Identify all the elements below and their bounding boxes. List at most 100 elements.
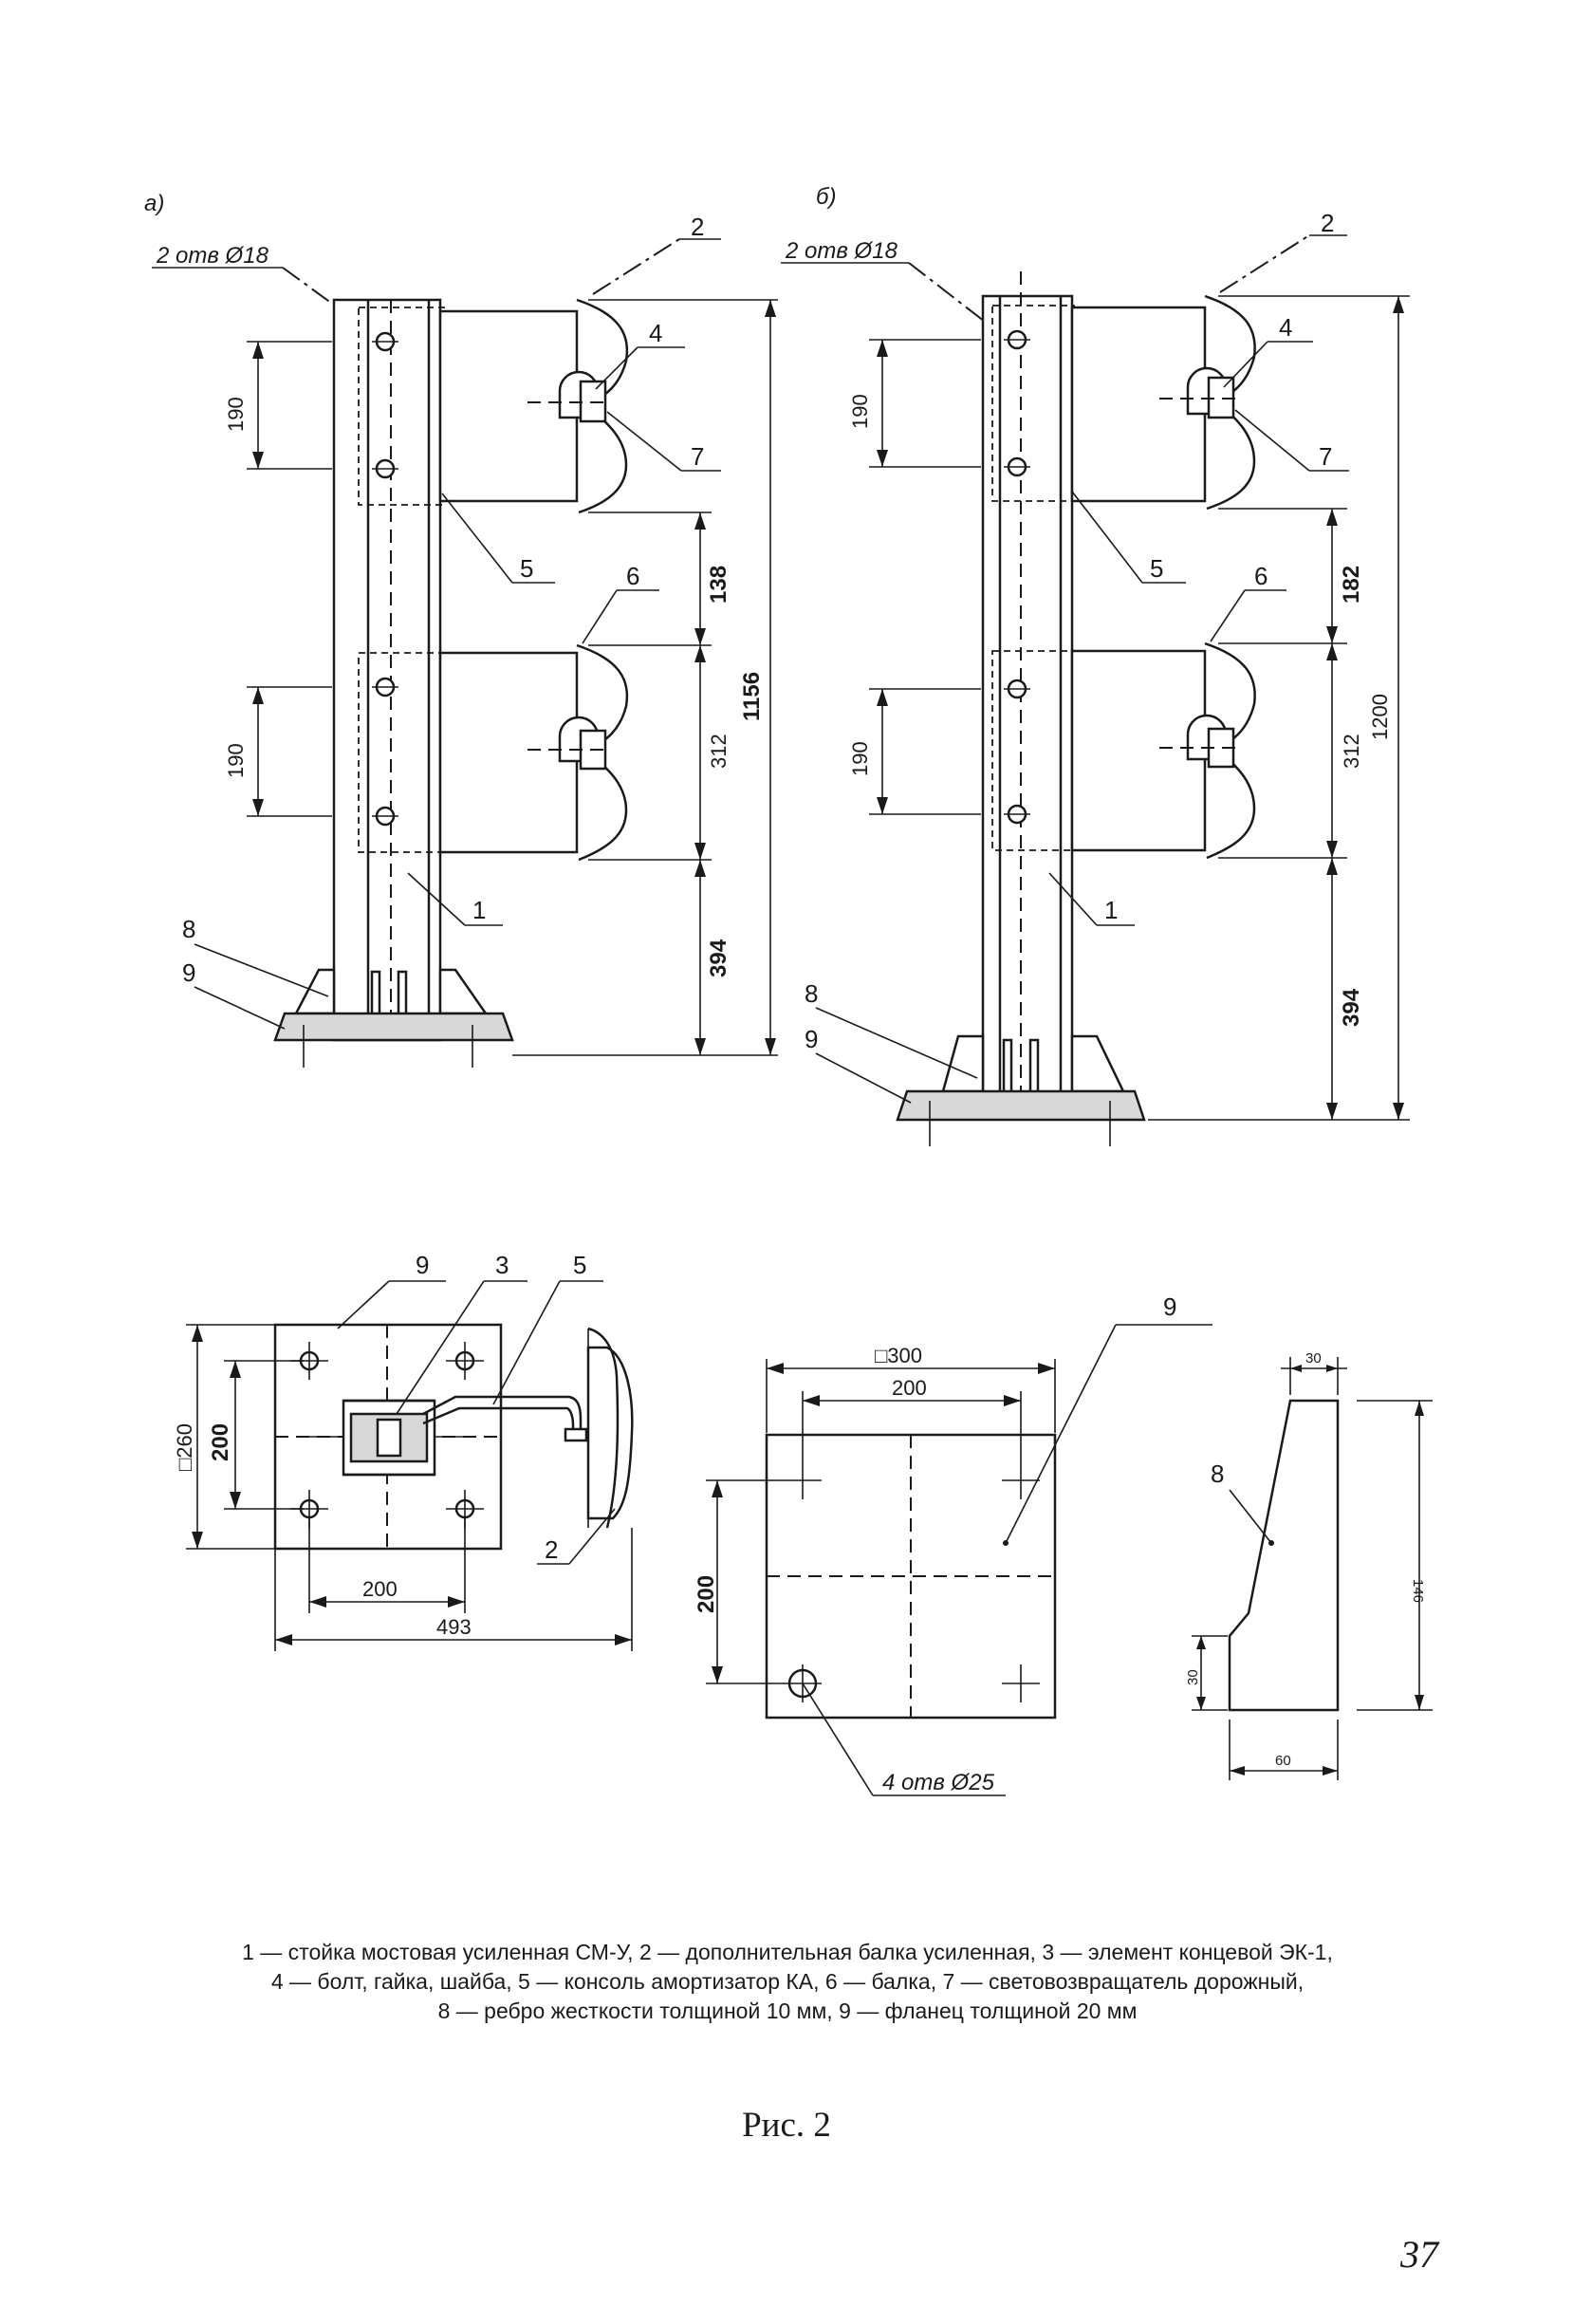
rib-dim-base-text: 60	[1275, 1753, 1291, 1769]
callout-b-1: 1	[1104, 896, 1118, 924]
view-a-hole-note: 2 отв Ø18	[156, 243, 269, 269]
callout-b-6: 6	[1254, 562, 1268, 590]
plan-dim-260-text: □260	[173, 1423, 196, 1471]
rib-dim-step	[1192, 1635, 1228, 1711]
rib-dim-top	[1281, 1357, 1347, 1395]
caption-line-3: 8 — ребро жесткости толщиной 10 мм, 9 — …	[437, 1999, 1138, 2023]
dim-a-beam-text: 312	[707, 734, 731, 769]
dim-b-190-lower-text: 190	[848, 741, 872, 776]
dim-b-gap-text: 182	[1339, 566, 1364, 604]
plan-callout-5: 5	[573, 1251, 586, 1279]
callout-b-2: 2	[1321, 209, 1334, 237]
base-plate-b	[896, 1089, 1146, 1122]
callout-a-7: 7	[691, 442, 704, 471]
dim-b-right-chain	[1148, 295, 1410, 1121]
console-b-upper	[991, 305, 1075, 502]
callout-b-5: 5	[1150, 554, 1163, 583]
dim-a-190-upper-text: 190	[224, 397, 248, 432]
callout-a-1: 1	[472, 896, 486, 924]
callout-a-6: 6	[626, 562, 639, 590]
plan-callout-9: 9	[416, 1251, 429, 1279]
dim-a-190-upper	[247, 341, 332, 470]
rib-a-right	[438, 968, 489, 1015]
callout-a-4: 4	[649, 319, 662, 347]
plan-callout-2: 2	[545, 1535, 558, 1564]
bolt-a-upper	[527, 370, 607, 423]
dim-b-bottom-text: 394	[1339, 988, 1364, 1027]
rib-b-right	[1070, 1034, 1125, 1093]
bolt-a-lower	[527, 716, 607, 771]
plan-view: □260 200 200 493	[173, 1251, 634, 1651]
callout-b-7: 7	[1319, 442, 1332, 471]
page-number: 37	[1400, 2233, 1438, 2276]
post-a	[332, 298, 442, 1042]
plan-dim-200-v	[224, 1360, 304, 1510]
bolt-b-lower	[1159, 714, 1237, 769]
caption-line-1: 1 — стойка мостовая усиленная СМ-У, 2 — …	[242, 1940, 1333, 1964]
rib-dim-base	[1229, 1720, 1339, 1780]
flange-callout	[1003, 1324, 1212, 1546]
callout-a-9: 9	[182, 958, 195, 987]
figure-title: Рис. 2	[742, 2106, 831, 2145]
flange-dim-200-h-text: 200	[892, 1376, 927, 1400]
dim-a-190-lower-text: 190	[224, 743, 248, 778]
plan-console	[422, 1395, 588, 1442]
beam-a-upper	[438, 309, 579, 503]
dim-b-total-text: 1200	[1368, 694, 1392, 740]
rib-dim-height-text: 146	[1410, 1579, 1426, 1603]
callouts-b	[815, 234, 1349, 1104]
dim-a-gap-text: 138	[706, 566, 731, 604]
rib-dim-step-text: 30	[1185, 1669, 1201, 1685]
rib-dim-height	[1357, 1400, 1433, 1711]
dim-a-190-lower	[247, 686, 332, 817]
base-plate-a	[273, 1012, 514, 1042]
plan-dim-493-text: 493	[436, 1615, 472, 1639]
rib-callout-8: 8	[1211, 1459, 1224, 1488]
holes-b	[1004, 329, 1030, 825]
plan-dim-493	[274, 1528, 633, 1651]
beam-b-lower	[1070, 649, 1207, 852]
callout-a-8: 8	[182, 915, 195, 943]
plan-dim-200-h-text: 200	[362, 1577, 398, 1601]
flange-dim-300-text: □300	[875, 1344, 922, 1367]
rib-outline	[1228, 1399, 1340, 1712]
dim-b-190-upper-text: 190	[848, 394, 872, 429]
plan-dim-260	[186, 1324, 275, 1550]
bolt-b-upper	[1159, 366, 1237, 419]
caption-line-2: 4 — болт, гайка, шайба, 5 — консоль амор…	[270, 1969, 1305, 1994]
plan-holes	[290, 1342, 484, 1528]
beam-a-lower	[438, 651, 579, 854]
holes-a	[372, 331, 398, 827]
flange-callout-9: 9	[1163, 1292, 1176, 1321]
view-a: а) 2 отв Ø18	[144, 191, 778, 1068]
rib-callout	[1229, 1489, 1274, 1546]
rib-dim-top-text: 30	[1305, 1350, 1322, 1367]
dim-b-190-upper	[869, 339, 981, 468]
callouts-a	[194, 238, 721, 1030]
post-section	[309, 1399, 465, 1477]
view-a-label: а)	[144, 191, 164, 216]
callout-b-4: 4	[1279, 313, 1292, 342]
dim-a-total-text: 1156	[739, 672, 765, 721]
plan-dim-200-v-text: 200	[208, 1423, 233, 1461]
rib-b-left	[941, 1034, 985, 1093]
flange-view: □300 200 200 9 4 отв Ø25	[694, 1292, 1212, 1796]
callout-a-5: 5	[520, 554, 533, 583]
flange-dim-200-h	[802, 1391, 1022, 1461]
flange-hole-note-leader	[802, 1683, 1006, 1796]
view-b-hole-note: 2 отв Ø18	[785, 238, 898, 264]
flange-hole-note: 4 отв Ø25	[882, 1770, 995, 1795]
plan-beam	[586, 1327, 634, 1529]
view-b: б) 2 отв Ø18	[781, 184, 1410, 1146]
flange-dim-200-v-text: 200	[694, 1575, 719, 1613]
plan-dim-200-h	[308, 1518, 466, 1613]
callout-b-8: 8	[805, 979, 818, 1008]
figure-caption: 1 — стойка мостовая усиленная СМ-У, 2 — …	[114, 1938, 1461, 2026]
console-b-lower	[991, 650, 1075, 851]
post-b	[981, 294, 1074, 1114]
dim-a-right-chain	[512, 299, 778, 1056]
view-b-label: б)	[816, 184, 837, 210]
plan-callouts	[337, 1280, 616, 1565]
flange-dim-200-v	[706, 1479, 784, 1684]
